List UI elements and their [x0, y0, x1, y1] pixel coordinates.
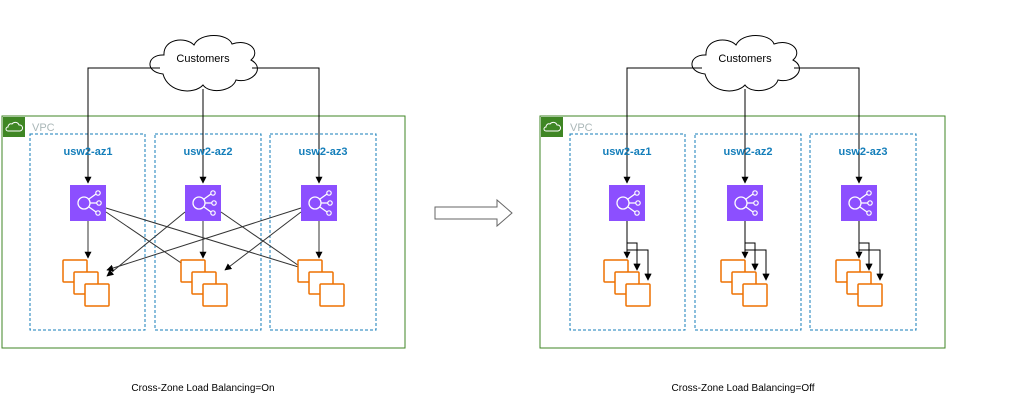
ec2-instances-icon — [180, 259, 228, 307]
vpc-cloud-icon — [3, 117, 25, 137]
diagram-caption: Cross-Zone Load Balancing=On — [131, 383, 274, 394]
az-label: usw2-az3 — [839, 146, 888, 158]
connector-arrow — [623, 67, 702, 184]
availability-zone-box — [154, 133, 262, 331]
ec2-instances-icon — [720, 259, 768, 307]
elastic-load-balancing-icon — [301, 185, 337, 221]
az-label: usw2-az2 — [724, 146, 773, 158]
vpc-cloud-icon — [541, 117, 563, 137]
ec2-instances-icon — [62, 259, 110, 307]
ec2-instances-icon — [297, 259, 345, 307]
ec2-instances-icon — [603, 259, 651, 307]
ec2-instances-icon — [835, 259, 883, 307]
elastic-load-balancing-icon — [727, 185, 763, 221]
az-label: usw2-az2 — [184, 146, 233, 158]
az-label: usw2-az1 — [603, 146, 652, 158]
connector-arrow — [84, 67, 160, 184]
availability-zone-box — [694, 133, 802, 331]
availability-zone-box — [269, 133, 377, 331]
elastic-load-balancing-icon — [841, 185, 877, 221]
elastic-load-balancing-icon — [609, 185, 645, 221]
elastic-load-balancing-icon — [70, 185, 106, 221]
connector-arrow — [105, 211, 191, 270]
left-panel: VPC Customers — [1, 35, 406, 394]
availability-zone-box — [809, 133, 917, 331]
connector-arrow — [106, 207, 302, 272]
vpc-label: VPC — [32, 122, 55, 134]
az-label: usw2-az3 — [299, 146, 348, 158]
elastic-load-balancing-icon — [185, 185, 221, 221]
hollow-right-arrow-icon — [434, 198, 513, 228]
vpc-label: VPC — [570, 122, 593, 134]
customers-cloud: Customers — [149, 35, 258, 92]
connector-arrow — [252, 67, 323, 184]
right-panel: VPC Customers — [539, 35, 946, 394]
connector-arrow — [224, 211, 302, 271]
customers-label: Customers — [176, 53, 230, 65]
az-label: usw2-az1 — [64, 146, 113, 158]
connector-arrow — [794, 67, 863, 184]
zonal-connector-overlay — [626, 243, 884, 281]
vpc-boundary — [539, 115, 946, 349]
customers-cloud: Customers — [691, 35, 800, 92]
customers-label: Customers — [718, 53, 772, 65]
diagram-caption: Cross-Zone Load Balancing=Off — [672, 383, 815, 394]
